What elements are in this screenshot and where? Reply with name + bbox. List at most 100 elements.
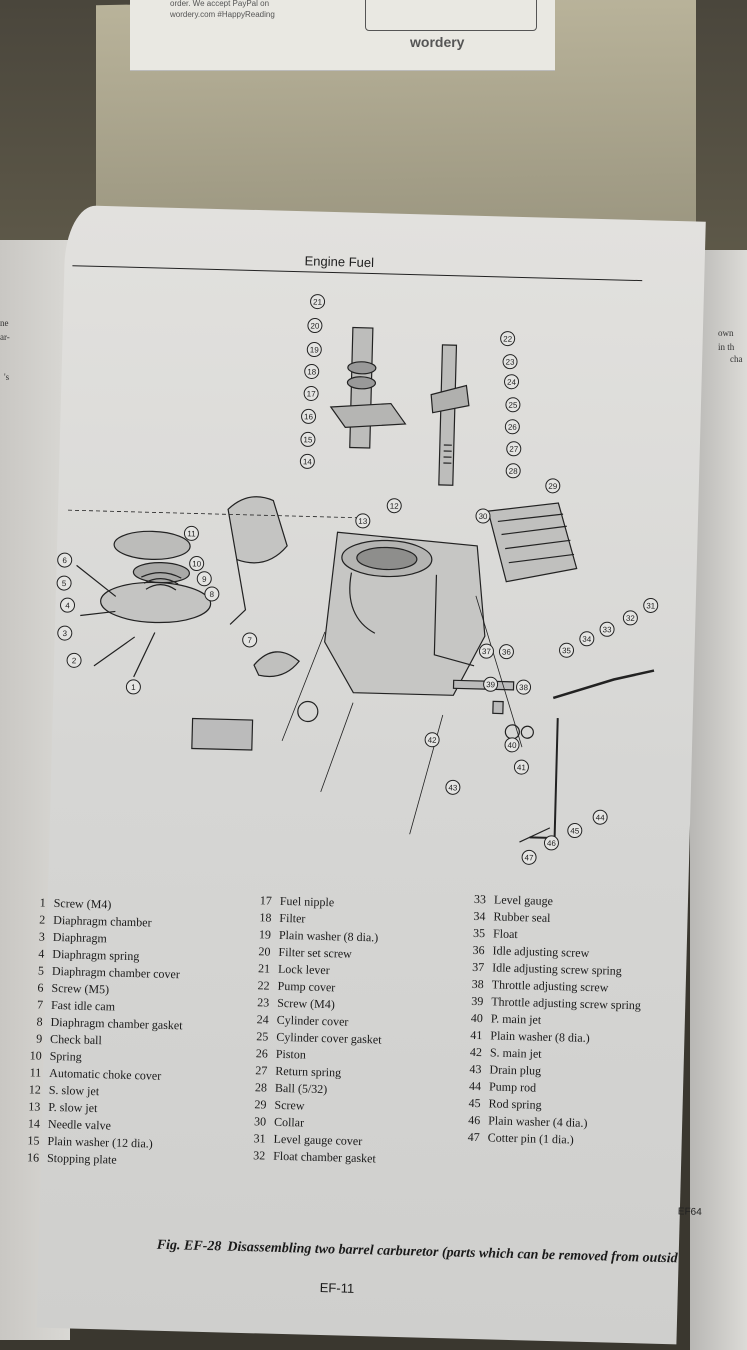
diaphragm-chamber (100, 581, 212, 624)
callout-label: 2 (72, 656, 77, 665)
callout-label: 8 (210, 590, 215, 599)
callout-label: 26 (508, 423, 518, 432)
part-name: Drain plug (489, 1062, 542, 1078)
part-number: 8 (36, 1014, 43, 1029)
part-number: 38 (471, 976, 484, 992)
right-page-fragment: in th (718, 342, 735, 352)
part-name: Cylinder cover (276, 1012, 349, 1029)
callout-label: 43 (448, 783, 458, 792)
part-name: Screw (M4) (53, 895, 112, 912)
callout-label: 7 (247, 636, 252, 645)
callout-label: 4 (65, 601, 70, 610)
callout-4 (60, 597, 76, 613)
part-name: Diaphragm spring (52, 946, 140, 964)
part-number: 30 (253, 1114, 267, 1129)
part-number: 20 (258, 944, 271, 959)
slip-text: order. We accept PayPal on wordery.com #… (170, 0, 275, 19)
part-number: 12 (28, 1082, 42, 1097)
part-name: Idle adjusting screw spring (492, 960, 622, 978)
callout-label: 19 (310, 345, 320, 354)
callout-42 (424, 732, 440, 748)
callout-3 (57, 625, 73, 641)
part-name: Lock lever (277, 961, 330, 978)
callout-38 (516, 679, 532, 695)
part-name: Rod spring (488, 1096, 542, 1112)
callout-39 (483, 676, 499, 692)
callout-14 (299, 453, 315, 469)
part-name: Needle valve (47, 1116, 112, 1133)
callout-5 (56, 575, 72, 591)
part-name: S. slow jet (48, 1082, 100, 1099)
float-chamber-cover (487, 502, 578, 583)
part-number: 17 (259, 893, 273, 908)
callout-label: 5 (62, 579, 67, 588)
part-name: Screw (M5) (51, 980, 110, 997)
part-name: Level gauge (493, 892, 554, 908)
part-name: Filter (279, 910, 306, 926)
callout-label: 24 (507, 378, 517, 387)
part-number: 35 (472, 925, 486, 941)
callout-43 (445, 779, 461, 795)
wordery-logo: wordery (410, 34, 465, 50)
callout-label: 37 (482, 647, 492, 656)
callout-15 (300, 431, 316, 447)
part-number: 41 (470, 1027, 483, 1043)
part-name: Idle adjusting screw (492, 943, 590, 960)
part-name: Filter set screw (278, 944, 352, 961)
callout-label: 29 (548, 482, 558, 491)
callout-19 (306, 342, 322, 358)
callout-label: 13 (358, 517, 368, 526)
part-number: 18 (259, 910, 272, 925)
callout-6 (57, 552, 73, 568)
part-name: Throttle adjusting screw spring (491, 994, 642, 1013)
part-name: Throttle adjusting screw (491, 977, 609, 995)
callout-44 (592, 809, 608, 825)
part-number: 27 (255, 1063, 268, 1078)
callout-label: 6 (62, 556, 67, 565)
part-number: 45 (468, 1095, 481, 1111)
callout-label: 28 (509, 467, 519, 476)
part-number: 10 (29, 1048, 42, 1063)
callout-13 (355, 513, 371, 529)
callout-23 (502, 354, 518, 370)
part-number: 46 (468, 1112, 481, 1128)
part-number: 33 (473, 891, 487, 907)
callout-label: 12 (390, 502, 400, 511)
callout-label: 17 (307, 389, 317, 398)
part-number: 5 (37, 963, 45, 978)
callout-label: 47 (524, 853, 534, 862)
part-name: Return spring (275, 1063, 342, 1080)
part-number: 3 (38, 929, 46, 944)
part-number: 47 (467, 1129, 480, 1145)
part-name: Screw (M4) (277, 995, 336, 1012)
callout-41 (513, 759, 529, 775)
callout-11 (183, 525, 199, 541)
callout-2 (66, 652, 82, 668)
part-name: Pump rod (488, 1079, 537, 1095)
callout-label: 44 (596, 813, 606, 822)
part-number: 16 (26, 1150, 40, 1165)
callout-label: 11 (187, 529, 196, 538)
right-page-fragment: own (718, 328, 734, 338)
slip-box (365, 0, 537, 31)
callout-32 (622, 610, 638, 626)
part-name: Plain washer (8 dia.) (278, 927, 379, 945)
left-page-fragment: 's (4, 372, 10, 382)
callout-25 (505, 397, 521, 413)
part-number: 43 (469, 1061, 482, 1077)
figure-code: EF64 (677, 1206, 702, 1218)
part-number: 2 (39, 912, 46, 927)
callout-12 (386, 498, 402, 514)
part-name: Spring (49, 1048, 82, 1064)
callout-22 (500, 331, 516, 347)
part-number: 26 (255, 1046, 269, 1061)
callout-24 (504, 374, 520, 390)
part-number: 37 (472, 959, 485, 975)
part-number: 21 (257, 961, 271, 976)
part-number: 4 (38, 946, 45, 961)
part-name: Cylinder cover gasket (276, 1029, 382, 1047)
callout-label: 9 (202, 575, 207, 584)
